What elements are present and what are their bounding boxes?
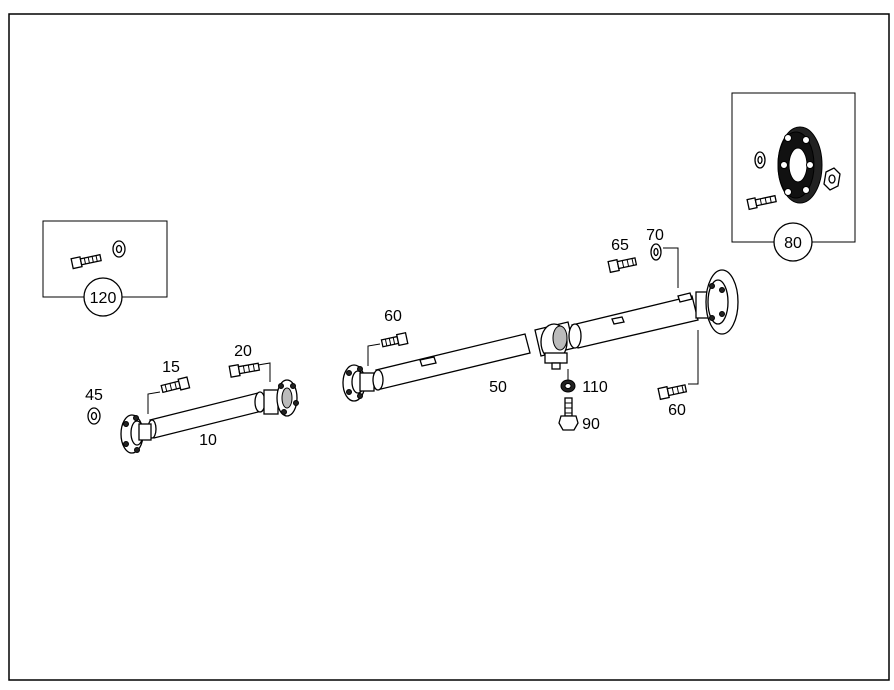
label-60-top: 60 bbox=[384, 308, 402, 325]
bolt-20-icon bbox=[228, 362, 261, 378]
label-70: 70 bbox=[646, 227, 664, 244]
rear-shaft-assembly: 50 60 65 70 60 110 90 bbox=[342, 227, 739, 433]
front-flange bbox=[120, 414, 152, 454]
label-45: 45 bbox=[85, 387, 103, 404]
center-bearing bbox=[534, 321, 575, 370]
label-10: 10 bbox=[199, 432, 217, 449]
washer-70-icon bbox=[650, 243, 662, 261]
bolt-65-icon bbox=[607, 257, 638, 274]
label-65: 65 bbox=[611, 237, 629, 254]
bolt-90-icon bbox=[558, 397, 579, 431]
label-20: 20 bbox=[234, 343, 252, 360]
label-50: 50 bbox=[489, 379, 507, 396]
bolt-icon bbox=[70, 253, 102, 270]
rear-shaft-rear-tube bbox=[571, 295, 699, 349]
callout-circle-120 bbox=[83, 277, 123, 317]
front-shaft-rear-coupling bbox=[263, 379, 299, 417]
washer-45-icon bbox=[87, 407, 101, 425]
bolt-60-right-icon bbox=[657, 384, 688, 401]
bolt-icon bbox=[746, 194, 777, 211]
label-15: 15 bbox=[162, 359, 180, 376]
washer-icon bbox=[112, 240, 126, 258]
label-90: 90 bbox=[582, 416, 600, 433]
nut-icon bbox=[823, 167, 841, 191]
inset-box-80: 80 bbox=[731, 92, 856, 262]
washer-110-icon bbox=[560, 379, 576, 393]
bolt-60-top-icon bbox=[380, 331, 409, 348]
diagram-frame bbox=[8, 13, 890, 681]
inset-box-120: 120 bbox=[42, 220, 168, 317]
label-80: 80 bbox=[784, 235, 802, 252]
rear-shaft-front-flange bbox=[342, 364, 375, 402]
label-60-right: 60 bbox=[668, 402, 686, 419]
flex-disc-icon bbox=[777, 126, 823, 204]
rear-shaft-rear-flange bbox=[695, 269, 739, 335]
label-120: 120 bbox=[90, 290, 117, 307]
callout-circle-80 bbox=[773, 222, 813, 262]
bolt-15-icon bbox=[160, 376, 191, 394]
washer-icon bbox=[754, 151, 766, 169]
label-110: 110 bbox=[582, 379, 608, 396]
front-shaft-assembly: 10 15 20 45 bbox=[85, 343, 299, 454]
